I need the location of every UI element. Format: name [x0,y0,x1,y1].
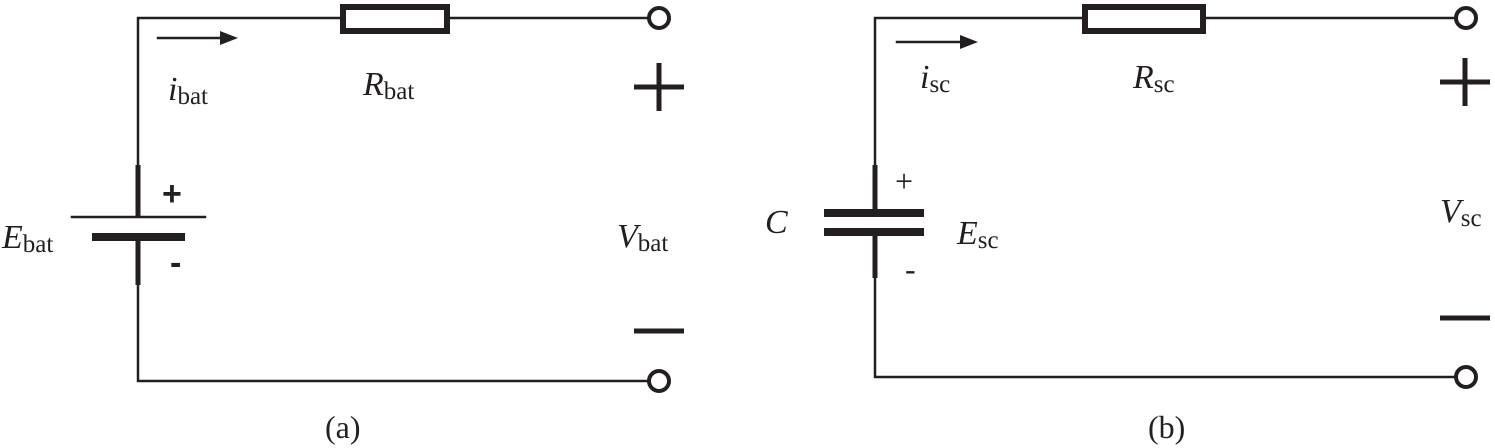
panel-b-current-label: isc [920,59,950,98]
panel-b-capacitor-plus: + [895,163,913,199]
panel-a-bottom-wire [136,283,650,383]
panel-a-battery-circuit: ibat Rbat Ebat Vbat + - (a) [1,4,684,445]
panel-a-arrowhead [220,31,238,45]
panel-a-resistor-label: Rbat [362,66,414,105]
panel-b-bottom-wire [873,276,1457,379]
panel-a-terminal-bottom [647,369,671,393]
panel-b-voltage-label: Vsc [1440,193,1482,232]
panel-b-resistor-label: Rsc [1132,59,1175,98]
panel-a-voltage-label: Vbat [617,218,668,257]
panel-b-resistor [1082,4,1206,34]
panel-a-current-label: ibat [168,71,208,110]
panel-b-supercapacitor-circuit: isc Rsc C Esc Vsc + - (b) [765,4,1490,445]
panel-a-terminal-top [647,6,671,30]
panel-b-caption: (b) [1148,409,1185,445]
panel-b-terminal-bottom [1454,365,1478,389]
panel-b-capacitor-label: C [765,204,788,241]
panel-a-caption: (a) [325,409,361,445]
panel-b-capacitor-minus: - [905,251,916,287]
panel-a-resistor [340,4,450,34]
panel-a-battery-plus: + [162,175,182,213]
panel-b-terminal-top [1454,6,1478,30]
panel-b-top-wire [873,16,1087,167]
panel-a-top-wire [136,16,345,167]
panel-b-source-label: Esc [956,215,999,254]
panel-a-battery-minus: - [170,244,181,282]
panel-a-source-label: Ebat [1,219,53,258]
panel-b-arrowhead [960,35,978,49]
